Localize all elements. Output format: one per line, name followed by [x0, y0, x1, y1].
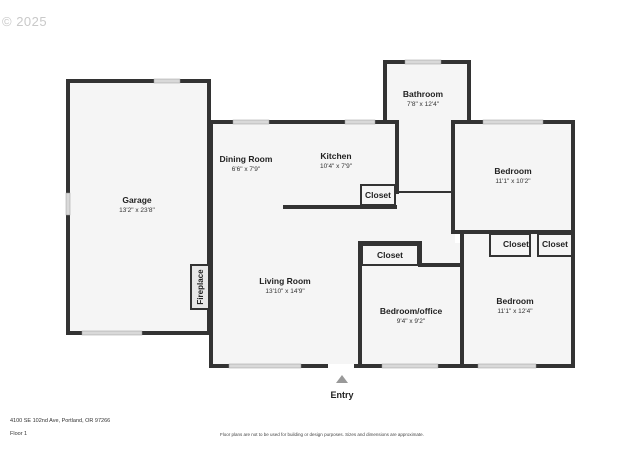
center-closet-box [361, 244, 419, 266]
office-window [381, 363, 439, 369]
bedroom-closet-b-label: Closet [542, 239, 568, 249]
walls [66, 60, 575, 368]
bedroom-1-window [482, 119, 544, 125]
kitchen-name: Kitchen [320, 151, 351, 161]
living-room-dim: 13'10" x 14'9" [265, 288, 305, 295]
living-room-name: Living Room [259, 276, 311, 286]
garage-top-window [153, 78, 181, 84]
garage-left-window [65, 192, 71, 216]
dining-window [232, 119, 270, 125]
bedroom-2-name: Bedroom [496, 296, 534, 306]
kitchen-dim: 10'4" x 7'9" [320, 163, 353, 170]
windows [65, 59, 544, 369]
bedroom-2-dim: 11'1" x 12'4" [497, 308, 533, 315]
bedroom-office-dim: 9'4" x 9'2" [397, 318, 426, 325]
main-left-top-wall [209, 120, 399, 368]
fireplace-label: Fireplace [196, 269, 205, 305]
garage-name: Garage [122, 195, 152, 205]
garage-bottom-window [81, 330, 143, 336]
bathroom-floor [385, 62, 469, 122]
bathroom-dim: 7'8" x 12'4" [407, 101, 440, 108]
kitchen-closet-label: Closet [365, 190, 391, 200]
entry-label: Entry [330, 390, 353, 400]
entry-door-gap [328, 364, 354, 368]
garage-dim: 13'2" x 23'8" [119, 207, 155, 214]
kitchen-closet-box [360, 184, 396, 206]
entry-arrow-icon [336, 375, 348, 383]
dining-room-dim: 6'6" x 7'9" [232, 166, 261, 173]
bedroom-office-floor [360, 243, 462, 366]
floor-fills [68, 62, 573, 366]
bedroom-closet-a-label: Closet [503, 239, 529, 249]
fireplace-box [190, 264, 210, 310]
living-window [228, 363, 302, 369]
bedroom-office-walls [358, 241, 464, 368]
bathroom-name: Bathroom [403, 89, 444, 99]
disclaimer-text: Floor plans are not to be used for build… [220, 432, 424, 437]
copyright-watermark: © 2025 [2, 14, 48, 29]
bedroom-1-name: Bedroom [494, 166, 532, 176]
address-text: 4100 SE 102nd Ave, Portland, OR 97266 [10, 418, 111, 424]
garage-floor [68, 81, 209, 333]
bedroom-2-window [477, 363, 537, 369]
bedroom-2-floor [462, 232, 573, 366]
bedroom-closet-a-box [489, 233, 531, 257]
floor-label: Floor 1 [10, 431, 28, 437]
dining-room-name: Dining Room [220, 154, 273, 164]
bedroom-office-name: Bedroom/office [380, 306, 443, 316]
bathroom-window [404, 59, 442, 65]
bedroom-1-floor [455, 122, 573, 232]
bedroom-closet-b-box [537, 233, 573, 257]
kitchen-window [344, 119, 376, 125]
center-closet-label: Closet [377, 250, 403, 260]
bedroom-1-dim: 11'1" x 10'2" [495, 178, 531, 185]
